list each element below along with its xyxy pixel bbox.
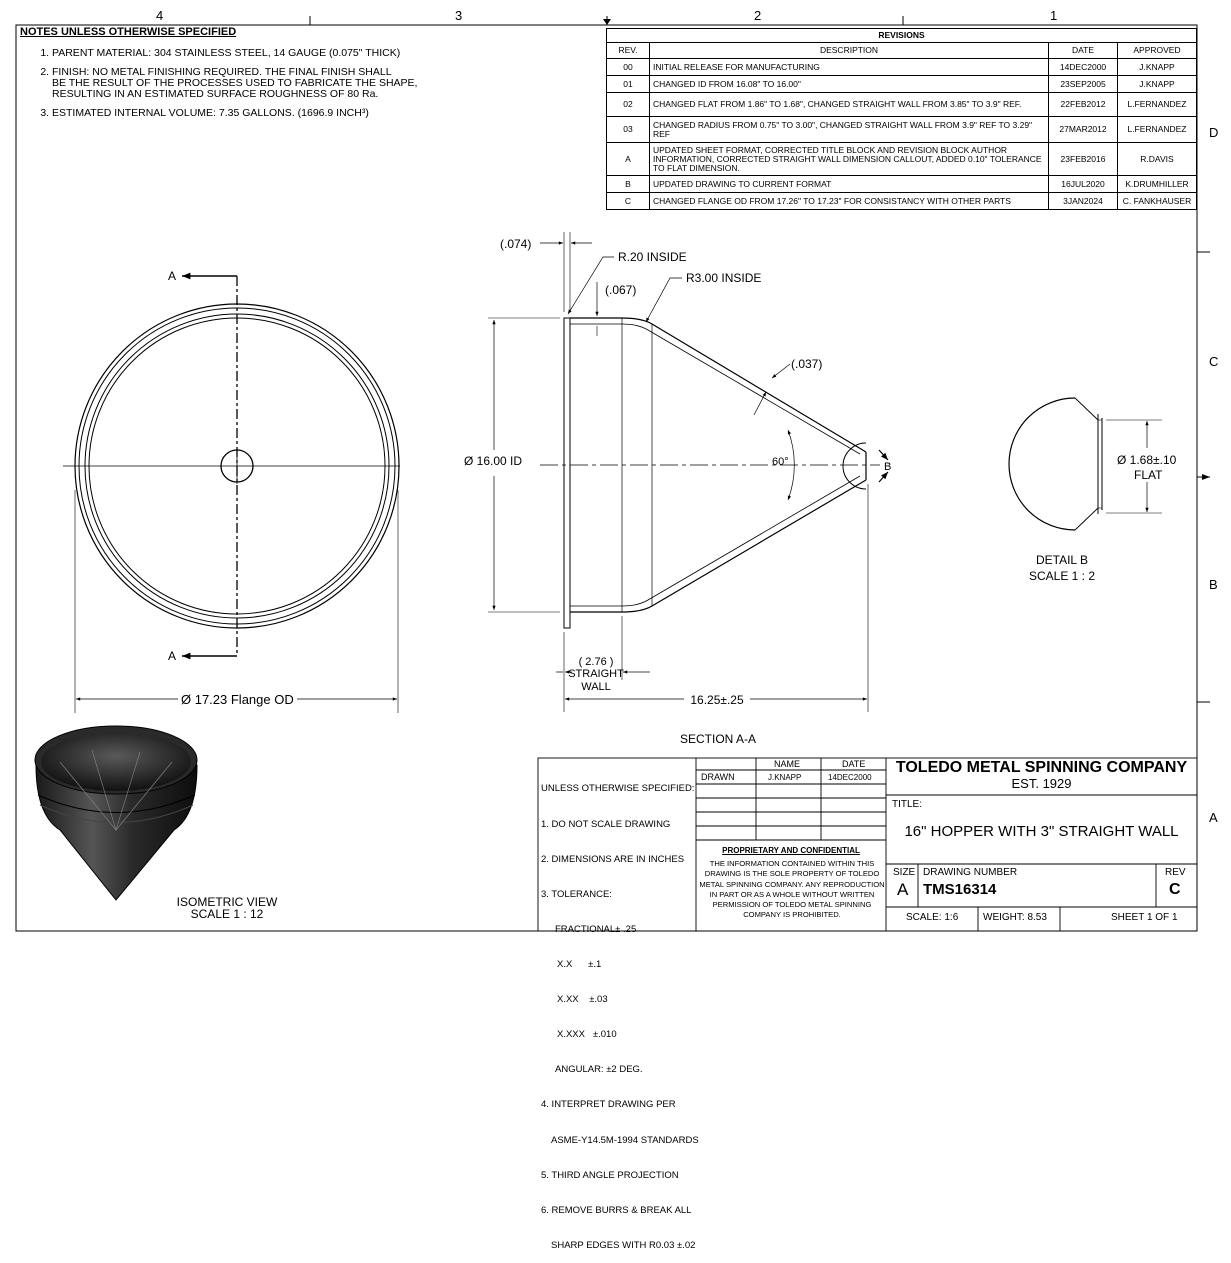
flat-dimension: Ø 1.68±.10 <box>1117 453 1177 467</box>
title-label: TITLE: <box>892 799 923 810</box>
spec-line: 3. TOLERANCE: <box>541 888 612 900</box>
spec-line: 1. DO NOT SCALE DRAWING <box>541 818 671 830</box>
proprietary-title: PROPRIETARY AND CONFIDENTIAL <box>722 846 860 855</box>
rev-cell: 02 <box>606 92 650 117</box>
rev-cell: 03 <box>606 116 650 143</box>
zone-label-right: D <box>1209 125 1219 140</box>
date-cell: 22FEB2012 <box>1048 92 1118 117</box>
wall-dimension: (.037) <box>791 357 822 371</box>
front-view <box>63 272 400 713</box>
drawing-sheet: 4 3 2 1 D C B A NOTES UNLESS OTHERWISE S… <box>0 0 1231 942</box>
drawing-scale: SCALE: 1:6 <box>906 912 959 923</box>
desc-cell: CHANGED RADIUS FROM 0.75" TO 3.00", CHAN… <box>649 116 1049 143</box>
rev-label: REV <box>1165 867 1186 878</box>
spec-line: 6. REMOVE BURRS & BREAK ALL <box>541 1204 692 1216</box>
spec-line: X.XX ±.03 <box>557 994 608 1006</box>
flange-od-dimension: Ø 17.23 Flange OD <box>181 692 294 707</box>
detail-view-scale: SCALE 1 : 2 <box>1029 569 1095 583</box>
notes-header: NOTES UNLESS OTHERWISE SPECIFIED <box>20 26 237 38</box>
flat-label: FLAT <box>1134 468 1163 482</box>
approved-cell: L.FERNANDEZ <box>1117 92 1197 117</box>
size-label: SIZE <box>893 867 916 878</box>
spec-line: ANGULAR: ±2 DEG. <box>555 1064 643 1076</box>
spec-line: UNLESS OTHERWISE SPECIFIED: <box>541 783 695 795</box>
drawn-date: 14DEC2000 <box>828 773 872 782</box>
company-name: TOLEDO METAL SPINNING COMPANY <box>895 759 1188 776</box>
detail-b-reference: B <box>884 461 891 473</box>
offset-dimension: (.067) <box>605 283 636 297</box>
desc-cell: CHANGED FLANGE OD FROM 17.26" TO 17.23" … <box>649 192 1049 210</box>
zone-label-top: 3 <box>455 8 463 23</box>
isometric-view <box>34 725 198 901</box>
name-header: NAME <box>774 759 801 769</box>
zone-label-top: 4 <box>156 8 164 23</box>
drawing-canvas: A A Ø 17.23 Flange OD <box>15 16 1210 932</box>
revisions-table: REVISIONS REV. DESCRIPTION DATE APPROVED… <box>606 28 1197 210</box>
zone-label-right: C <box>1209 354 1219 369</box>
center-mark-icon <box>1202 474 1210 480</box>
drawing-number-label: DRAWING NUMBER <box>923 867 1018 878</box>
drawn-name: J.KNAPP <box>768 773 802 782</box>
straight-wall-dimension: WALL <box>581 681 611 693</box>
spec-line: 5. THIRD ANGLE PROJECTION <box>541 1169 679 1181</box>
spec-line: X.X ±.1 <box>557 958 602 970</box>
proprietary-text: THE INFORMATION CONTAINED WITHIN THIS DR… <box>699 859 885 920</box>
note-item: ESTIMATED INTERNAL VOLUME: 7.35 GALLONS.… <box>52 108 420 119</box>
note-item: FINISH: NO METAL FINISHING REQUIRED. THE… <box>52 67 420 100</box>
date-header: DATE <box>842 759 866 769</box>
inside-radius-large-callout: R3.00 INSIDE <box>686 271 761 285</box>
spec-line: FRACTIONAL± .25 <box>555 923 637 935</box>
drawing-weight: WEIGHT: 8.53 <box>983 912 1047 923</box>
spec-line: ASME-Y14.5M-1994 STANDARDS <box>551 1134 699 1146</box>
zone-label-right: B <box>1209 577 1218 592</box>
zone-label-top: 1 <box>1050 8 1058 23</box>
detail-view <box>1008 397 1162 531</box>
straight-wall-dimension: ( 2.76 ) <box>579 656 614 668</box>
revision-letter: C <box>1169 881 1181 898</box>
sheet-size: A <box>897 880 909 899</box>
center-mark-icon <box>603 19 611 25</box>
sheet-number: SHEET 1 OF 1 <box>1111 912 1178 923</box>
approved-cell: R.DAVIS <box>1117 142 1197 176</box>
approved-cell: C. FANKHAUSER <box>1117 192 1197 210</box>
approved-cell: L.FERNANDEZ <box>1117 116 1197 143</box>
angle-dimension: 60° <box>772 456 789 468</box>
zone-label-right: A <box>1209 810 1218 825</box>
section-view <box>488 232 889 712</box>
drawn-label: DRAWN <box>701 772 735 782</box>
zone-label-top: 2 <box>754 8 762 23</box>
spec-line: X.XXX ±.010 <box>557 1029 617 1041</box>
section-cut-label: A <box>168 649 176 663</box>
inside-radius-small-callout: R.20 INSIDE <box>618 250 687 264</box>
spec-line: SHARP EDGES WITH R0.03 ±.02 <box>551 1239 696 1251</box>
title-block-grid <box>537 757 1198 932</box>
height-dimension: 16.25±.25 <box>690 693 744 707</box>
drawing-number: TMS16314 <box>923 881 997 898</box>
id-dimension: Ø 16.00 ID <box>464 454 522 468</box>
spec-line: 4. INTERPRET DRAWING PER <box>541 1099 676 1111</box>
thickness-dimension: (.074) <box>500 237 531 251</box>
general-specs: UNLESS OTHERWISE SPECIFIED: 1. DO NOT SC… <box>541 760 699 1263</box>
note-item: PARENT MATERIAL: 304 STAINLESS STEEL, 14… <box>52 48 420 59</box>
section-cut-label: A <box>168 269 176 283</box>
company-est: EST. 1929 <box>1011 776 1072 791</box>
rev-cell: A <box>606 142 650 176</box>
general-notes: NOTES UNLESS OTHERWISE SPECIFIED PARENT … <box>20 27 420 127</box>
iso-view-scale: SCALE 1 : 12 <box>191 907 264 921</box>
spec-line: 2. DIMENSIONS ARE IN INCHES <box>541 853 685 865</box>
date-cell: 3JAN2024 <box>1048 192 1118 210</box>
drawing-title: 16" HOPPER WITH 3" STRAIGHT WALL <box>904 823 1179 840</box>
straight-wall-dimension: STRAIGHT <box>568 668 624 680</box>
detail-view-title: DETAIL B <box>1036 553 1088 567</box>
iso-view-title: ISOMETRIC VIEW <box>177 895 278 909</box>
desc-cell: CHANGED FLAT FROM 1.86" TO 1.68", CHANGE… <box>649 92 1049 117</box>
rev-cell: C <box>606 192 650 210</box>
section-view-title: SECTION A-A <box>680 732 756 746</box>
